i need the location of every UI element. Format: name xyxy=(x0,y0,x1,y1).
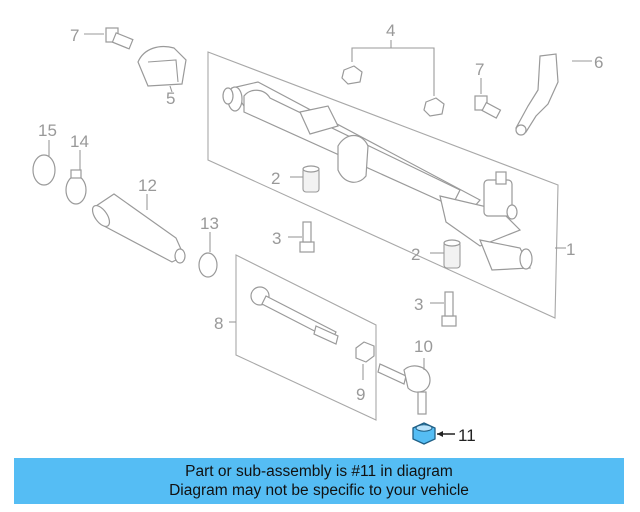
callout-10: 10 xyxy=(414,337,433,356)
callout-1: 1 xyxy=(566,240,575,259)
callout-7b: 7 xyxy=(475,60,484,79)
boot-clamp-14 xyxy=(65,175,87,205)
boot-clamp xyxy=(198,252,218,278)
steering-gear-exploded-diagram: 1 2 2 3 xyxy=(32,21,603,445)
callout-6: 6 xyxy=(594,53,603,72)
mounting-bolt-a xyxy=(299,221,315,253)
callout-13: 13 xyxy=(200,214,219,233)
tie-rod-panel xyxy=(235,254,377,421)
callout-4: 4 xyxy=(386,21,395,40)
callout-15: 15 xyxy=(38,121,57,140)
highlighted-part-11-nut xyxy=(412,422,436,445)
callout-2b: 2 xyxy=(411,245,420,264)
callout-3a: 3 xyxy=(272,229,281,248)
callout-11: 11 xyxy=(458,426,476,445)
steering-rack-housing xyxy=(222,81,533,271)
mounting-bracket xyxy=(137,45,187,87)
callout-2a: 2 xyxy=(271,169,280,188)
caption-line-2: Diagram may not be specific to your vehi… xyxy=(169,482,469,499)
callout-14: 14 xyxy=(70,132,89,151)
inner-tie-rod xyxy=(250,286,339,345)
callout-line-4 xyxy=(351,47,435,96)
callout-8: 8 xyxy=(214,314,223,333)
jam-nut xyxy=(355,341,375,363)
bolt-7-right xyxy=(474,95,502,119)
outer-tie-rod-end xyxy=(377,363,431,415)
nut-upper xyxy=(341,65,363,85)
callout-5: 5 xyxy=(166,89,175,108)
callout-9: 9 xyxy=(356,385,365,404)
callout-12: 12 xyxy=(138,176,157,195)
nut-lower xyxy=(423,97,445,117)
caption-line-1: Part or sub-assembly is #11 in diagram xyxy=(185,463,453,480)
callout-7a: 7 xyxy=(70,26,79,45)
rack-boot xyxy=(91,193,186,264)
part-caption-banner: Part or sub-assembly is #11 in diagram D… xyxy=(14,458,624,504)
steering-arm xyxy=(515,53,559,133)
bolt-7-left xyxy=(105,27,134,50)
ring-15 xyxy=(32,154,56,186)
mounting-bolt-b xyxy=(441,291,457,327)
callout-3b: 3 xyxy=(414,295,423,314)
